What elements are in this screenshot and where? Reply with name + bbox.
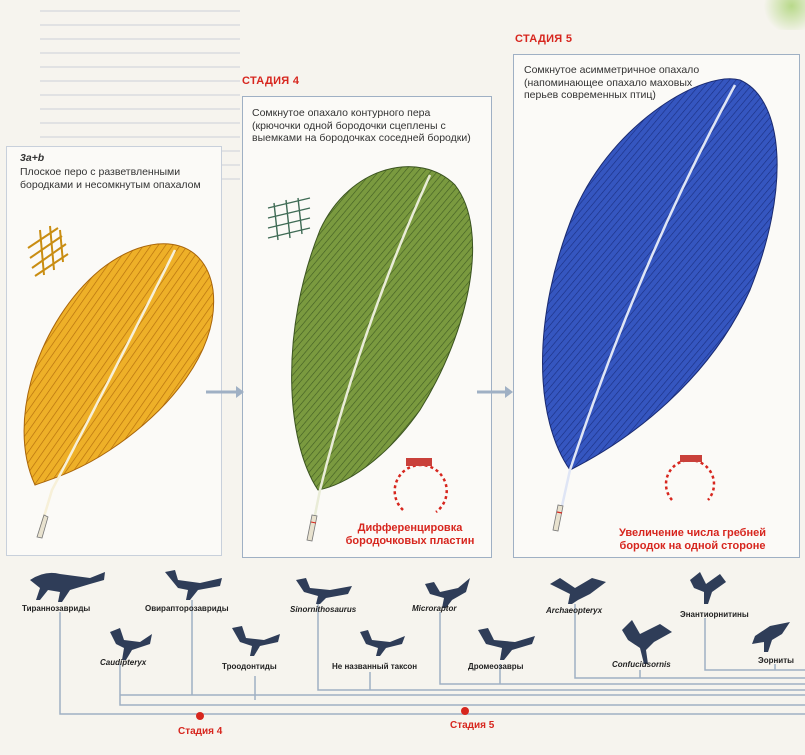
barb-ring-icon [666, 455, 714, 500]
taxon-label-confuciusornis: Confuciusornis [612, 660, 671, 669]
taxon-label-archaeopteryx: Archaeopteryx [546, 606, 602, 615]
sinornithosaurus-icon [296, 578, 352, 604]
euornithes-icon [752, 622, 790, 652]
taxon-label-tyrannosaurids: Тираннозавриды [22, 604, 90, 613]
enantiornithine-icon [690, 572, 726, 604]
oviraptor-icon [165, 570, 222, 600]
archaeopteryx-icon [550, 578, 606, 604]
taxon-label-sinornithosaurus: Sinornithosaurus [290, 605, 356, 614]
yellow-feather-icon [24, 244, 214, 538]
taxon-label-euornithes: Эорниты [758, 656, 794, 665]
unnamed-taxon-icon [360, 630, 405, 656]
stage4-node-icon [196, 712, 204, 720]
confuciusornis-icon [622, 620, 672, 664]
taxon-label-unnamed-taxon: Не названный таксон [332, 662, 417, 671]
dinosaur-silhouettes [30, 570, 790, 664]
taxon-label-dromaeosaurs: Дромеозавры [468, 662, 523, 671]
troodontid-icon [232, 626, 280, 656]
node-label-stage5: Стадия 5 [450, 720, 494, 731]
dromaeosaur-icon [478, 628, 535, 660]
stage5-node-icon [461, 707, 469, 715]
branched-barbs-detail-icon [28, 226, 68, 276]
hooked-barbules-detail-icon [268, 198, 310, 240]
taxon-label-caudipteryx: Caudipteryx [100, 658, 146, 667]
tyrannosaur-icon [30, 572, 105, 602]
taxon-label-troodontids: Троодонтиды [222, 662, 277, 671]
caudipteryx-icon [110, 628, 152, 660]
barb-ring-icon [395, 458, 447, 512]
blue-feather-icon [543, 79, 778, 531]
taxon-label-oviraptorosaurids: Овирапторозавриды [145, 604, 229, 613]
node-label-stage4: Стадия 4 [178, 726, 222, 737]
taxon-label-microraptor: Microraptor [412, 604, 456, 613]
taxon-label-enantiornithines: Энантиорнитины [680, 610, 749, 619]
